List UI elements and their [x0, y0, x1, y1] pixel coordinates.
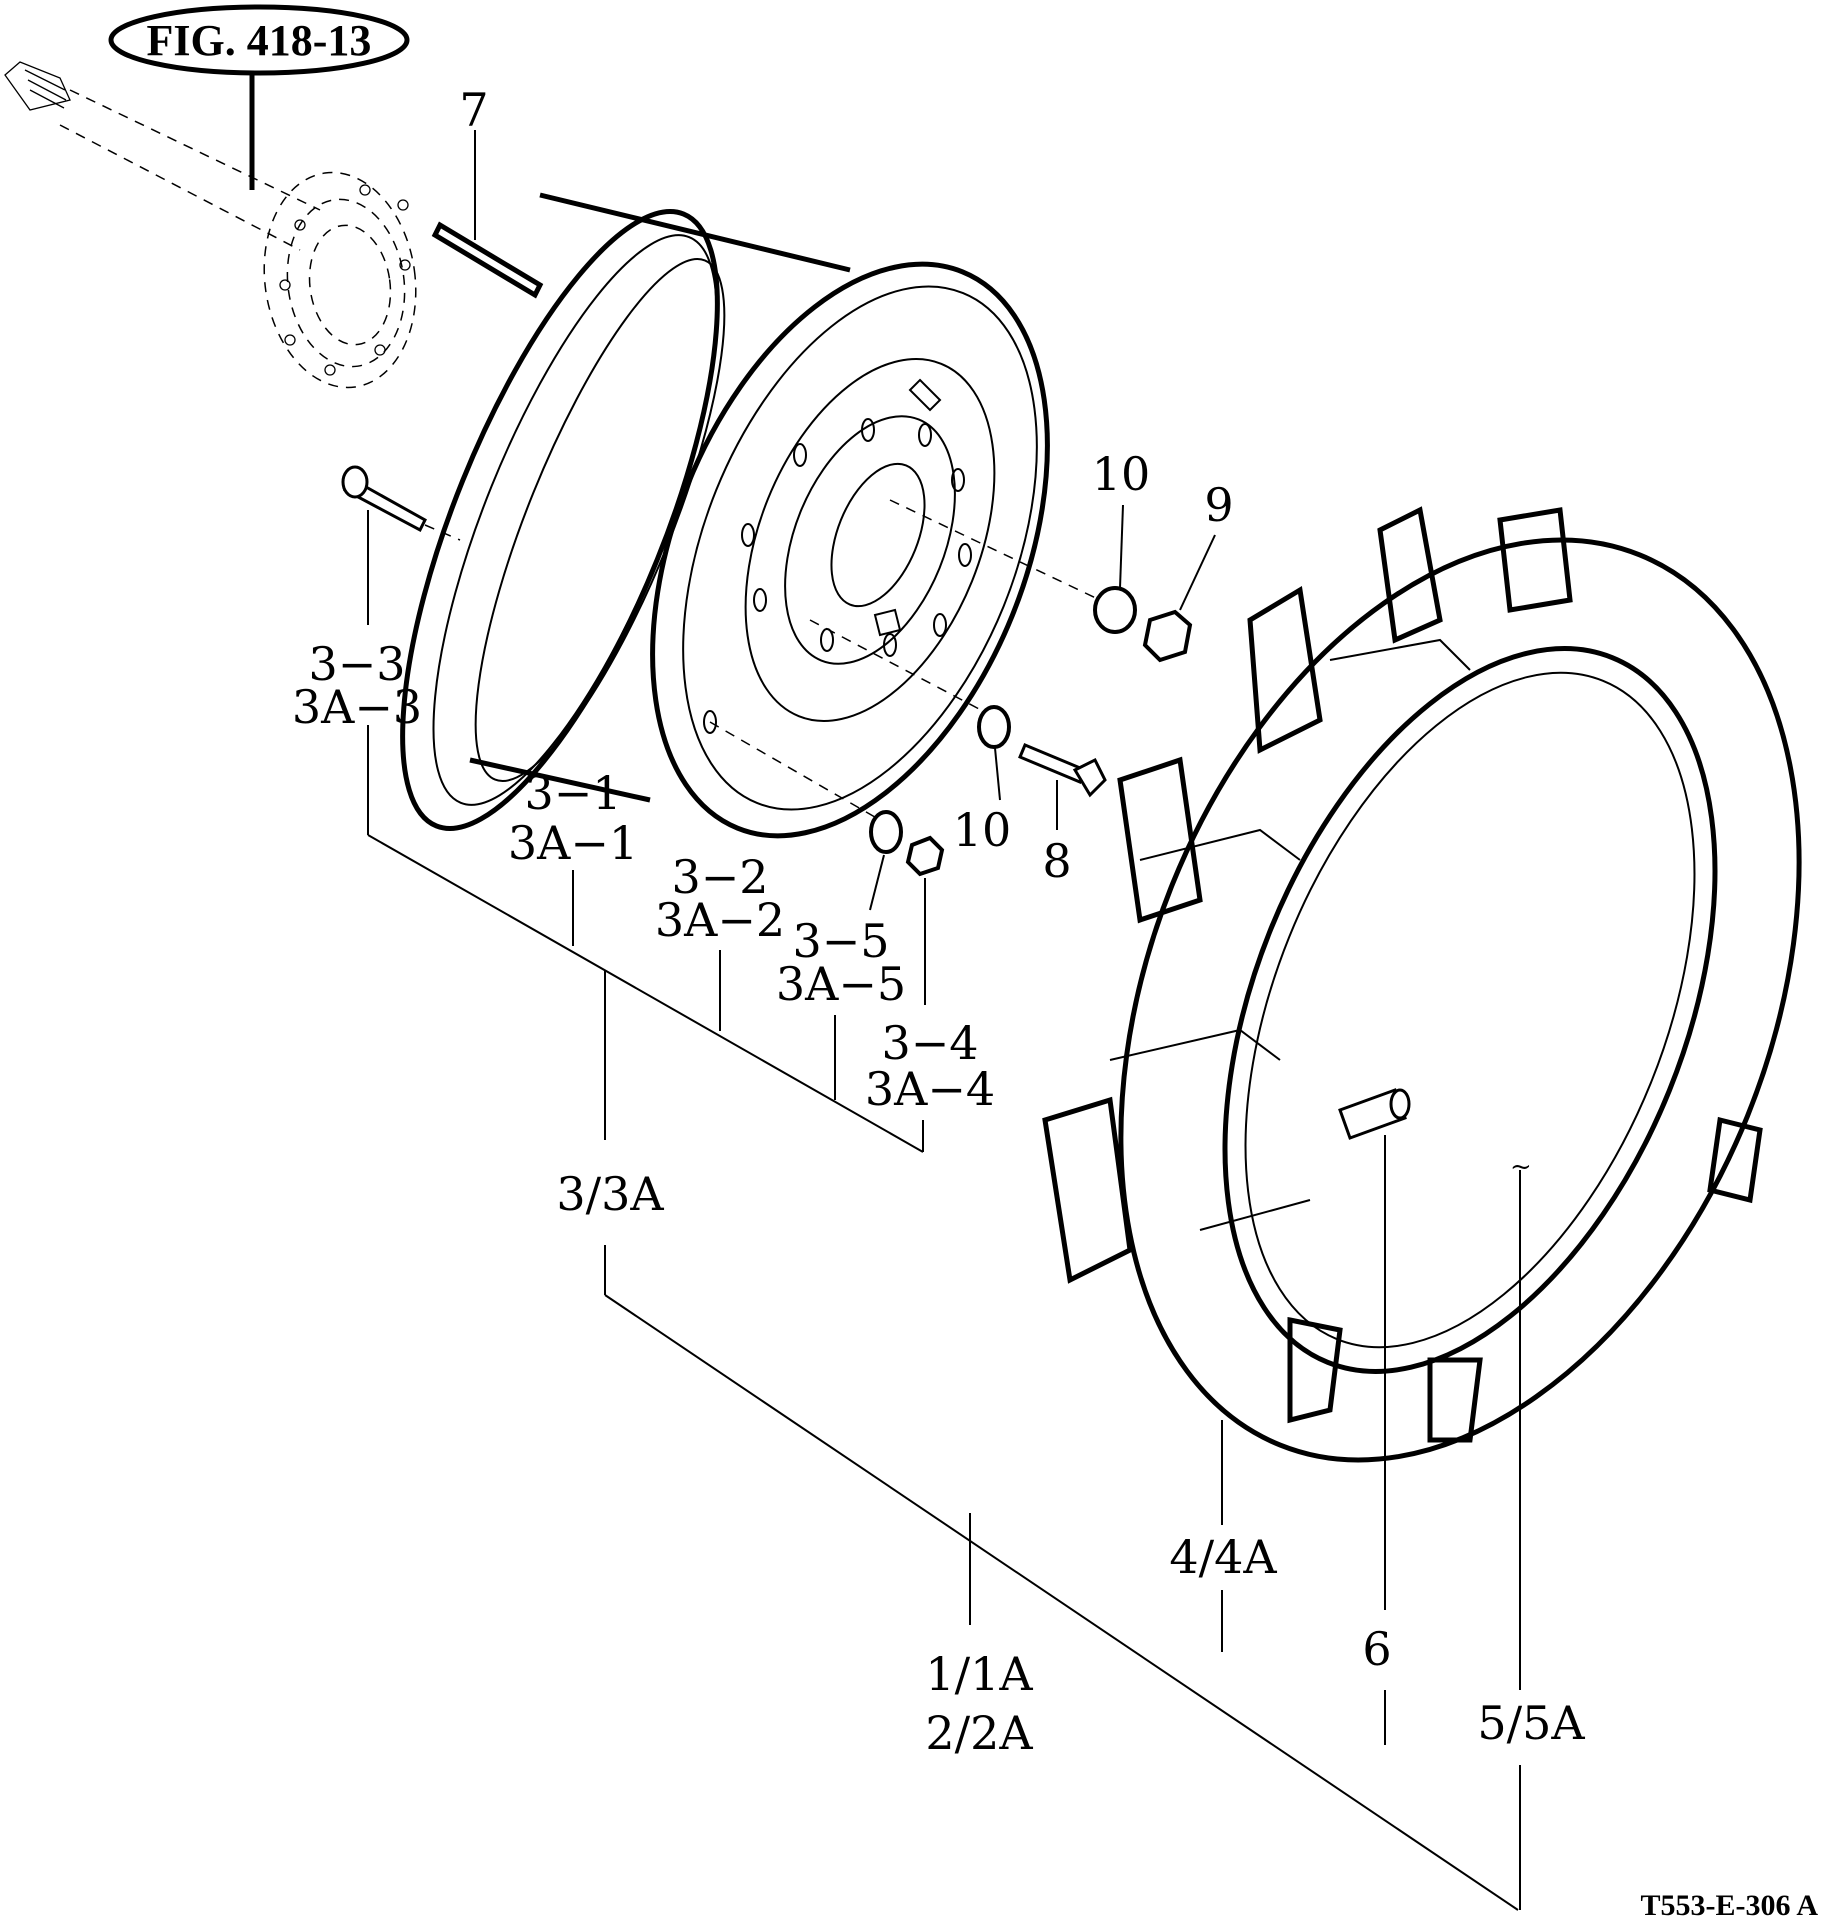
callout-10-upper: 10	[1092, 447, 1151, 501]
callout-3-2: 3−2	[671, 850, 768, 904]
stud-part-7	[431, 130, 544, 299]
bolt-part-3-3	[341, 465, 461, 625]
callout-2-2A: 2/2A	[925, 1706, 1033, 1760]
callout-3A-1: 3A−1	[508, 816, 638, 870]
callout-labels: 7 10 9 3−3 3A−3 3−1 3A−1 3−2 3A−2 3−5 3A…	[292, 83, 1818, 1922]
callout-6: 6	[1362, 1622, 1391, 1676]
callout-3A-5: 3A−5	[776, 957, 906, 1011]
wheel-disc-part-3	[400, 192, 1050, 839]
callout-3A-2: 3A−2	[655, 893, 785, 947]
callout-3-5: 3−5	[792, 914, 889, 968]
callout-5-5A: 5/5A	[1477, 1696, 1585, 1750]
hardware-parts	[709, 499, 1216, 1005]
assembly-bracket-lines	[367, 725, 1521, 1911]
callout-1-1A: 1/1A	[925, 1647, 1033, 1701]
tube-tilde-mark: ~	[1510, 1152, 1532, 1182]
figure-reference-callout[interactable]: FIG. 418-13	[108, 4, 410, 190]
bolt-holes	[703, 418, 972, 734]
callout-7: 7	[459, 83, 488, 137]
callout-3A-4: 3A−4	[865, 1062, 995, 1116]
callout-4-4A: 4/4A	[1169, 1530, 1277, 1584]
axle-shaft-phantom	[4, 61, 417, 389]
callout-3A-3: 3A−3	[292, 680, 422, 734]
callout-10-lower: 10	[953, 803, 1012, 857]
callout-8: 8	[1042, 834, 1071, 888]
callout-3-3A: 3/3A	[556, 1167, 664, 1221]
callout-3-3: 3−3	[308, 637, 405, 691]
figure-reference-text: FIG. 418-13	[147, 16, 372, 65]
drawing-id: T553-E-306 A	[1640, 1889, 1818, 1922]
tire-part-4: ~	[1042, 506, 1802, 1690]
callout-3-1: 3−1	[524, 766, 621, 820]
callout-9: 9	[1204, 478, 1233, 532]
callout-3-4: 3−4	[881, 1016, 978, 1070]
